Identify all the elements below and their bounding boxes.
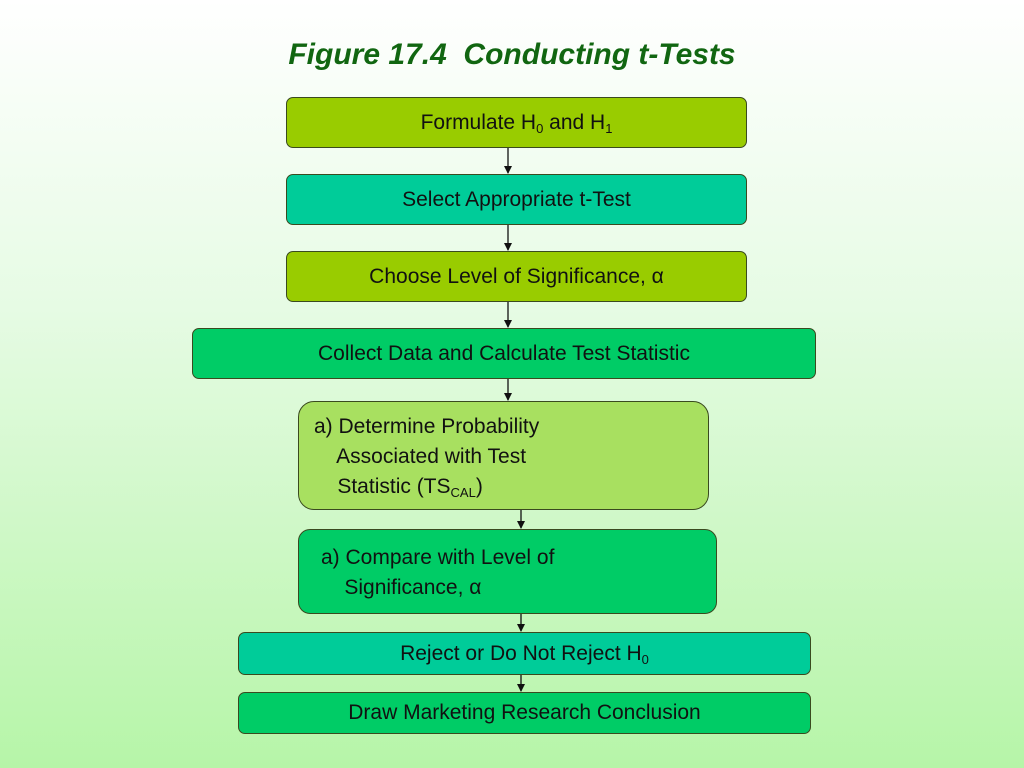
step-collect-label: Collect Data and Calculate Test Statisti… (318, 341, 690, 365)
step-determine-probability: a) Determine Probability Associated with… (298, 401, 709, 510)
step-conclusion-label: Draw Marketing Research Conclusion (348, 701, 701, 725)
page-title: Figure 17.4 Conducting t-Tests (288, 38, 736, 71)
step-choose-significance: Choose Level of Significance, α (286, 251, 747, 302)
step-reject-label: Reject or Do Not Reject H0 (400, 641, 649, 667)
step-compare-label: a) Compare with Level of Significance, α (321, 546, 555, 599)
step-determine-label: a) Determine Probability Associated with… (314, 415, 540, 500)
step-reject-decision: Reject or Do Not Reject H0 (238, 632, 811, 675)
step-draw-conclusion: Draw Marketing Research Conclusion (238, 692, 811, 734)
step-collect-data: Collect Data and Calculate Test Statisti… (192, 328, 816, 379)
step-choose-label: Choose Level of Significance, α (369, 264, 664, 288)
step-select-label: Select Appropriate t-Test (402, 187, 631, 211)
step-select-t-test: Select Appropriate t-Test (286, 174, 747, 225)
step-formulate-label: Formulate H0 and H1 (420, 110, 613, 136)
step-formulate-hypotheses: Formulate H0 and H1 (286, 97, 747, 148)
step-compare-significance: a) Compare with Level of Significance, α (298, 529, 717, 614)
